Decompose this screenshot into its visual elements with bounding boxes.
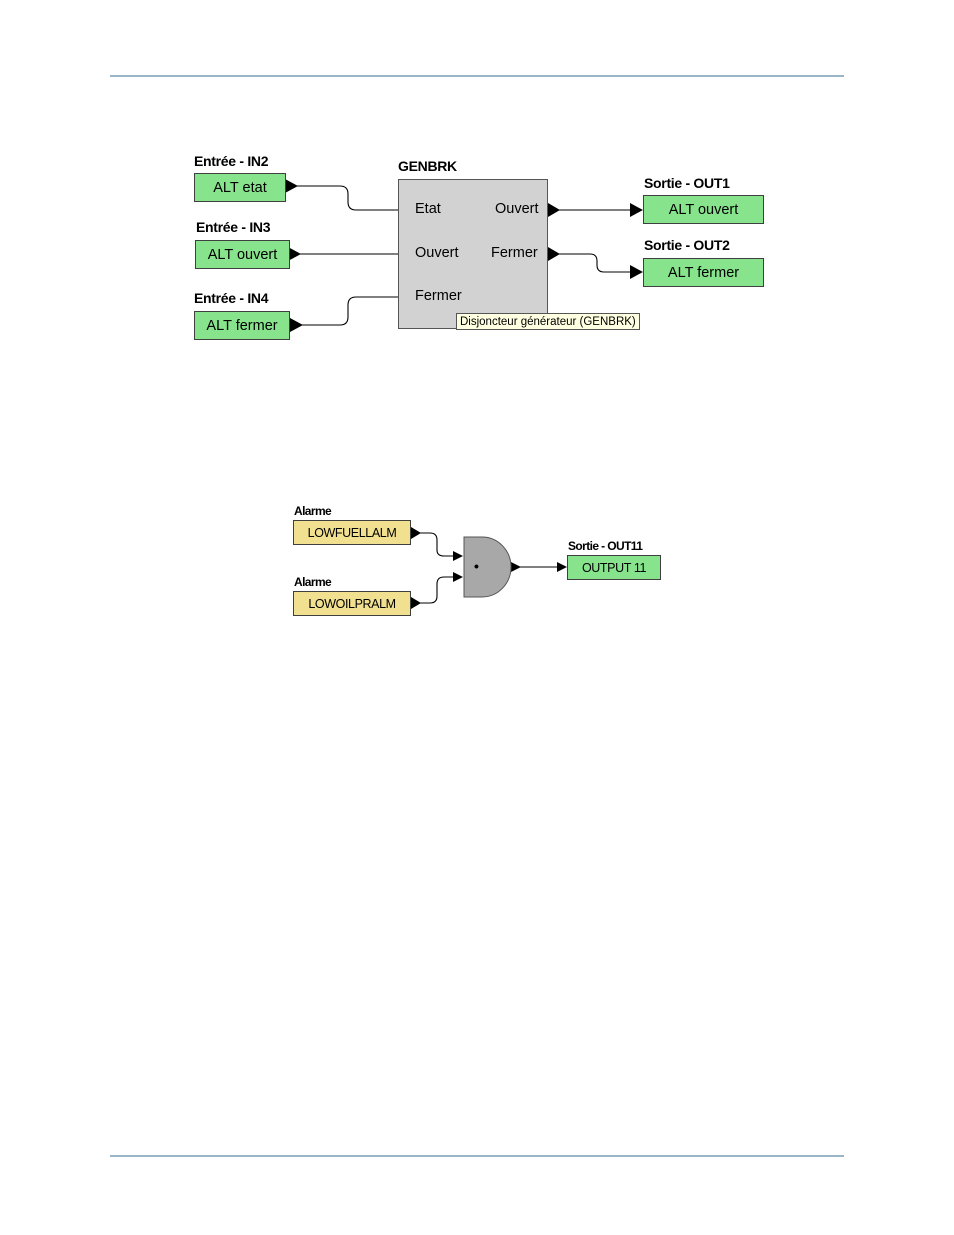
fermer-out-arrow bbox=[548, 247, 560, 261]
alarm1-box[interactable]: LOWFUELLALM bbox=[293, 520, 411, 545]
gate-in2-arrow bbox=[453, 572, 463, 582]
in2-port-arrow bbox=[285, 179, 298, 193]
genbrk-title: GENBRK bbox=[398, 158, 457, 174]
in2-input-box[interactable]: ALT etat bbox=[194, 173, 286, 202]
header-rule bbox=[110, 75, 844, 77]
ouvert-out-arrow bbox=[548, 203, 560, 217]
genbrk-tooltip: Disjoncteur générateur (GENBRK) bbox=[456, 313, 640, 330]
port-in-fermer: Fermer bbox=[415, 288, 462, 304]
gate-in1-arrow bbox=[453, 551, 463, 561]
out11-header: Sortie - OUT11 bbox=[568, 539, 643, 553]
genbrk-block[interactable] bbox=[398, 179, 548, 329]
in4-input-box[interactable]: ALT fermer bbox=[194, 311, 290, 340]
out1-output-box[interactable]: ALT ouvert bbox=[643, 195, 764, 224]
in3-input-box[interactable]: ALT ouvert bbox=[195, 240, 290, 269]
gate-out-arrow bbox=[511, 562, 521, 572]
out11-output-box[interactable]: OUTPUT 11 bbox=[567, 555, 661, 580]
alarm1-header: Alarme bbox=[294, 504, 332, 518]
alarm1-port-arrow bbox=[411, 527, 421, 539]
in4-port-arrow bbox=[290, 318, 303, 332]
in2-header: Entrée - IN2 bbox=[194, 153, 269, 169]
port-out-fermer: Fermer bbox=[491, 245, 538, 261]
alarm2-box[interactable]: LOWOILPRALM bbox=[293, 591, 411, 616]
alarm2-port-arrow bbox=[411, 597, 421, 609]
out2-arrow bbox=[630, 265, 643, 279]
in4-header: Entrée - IN4 bbox=[194, 290, 269, 306]
out1-header: Sortie - OUT1 bbox=[644, 175, 730, 191]
in3-port-arrow bbox=[288, 247, 301, 261]
port-out-ouvert: Ouvert bbox=[495, 201, 539, 217]
out2-header: Sortie - OUT2 bbox=[644, 237, 730, 253]
out11-arrow bbox=[557, 562, 567, 572]
out2-output-box[interactable]: ALT fermer bbox=[643, 258, 764, 287]
in3-header: Entrée - IN3 bbox=[196, 219, 271, 235]
and-gate bbox=[463, 536, 512, 598]
alarm2-header: Alarme bbox=[294, 575, 332, 589]
out1-arrow bbox=[630, 203, 643, 217]
footer-rule bbox=[110, 1155, 844, 1157]
port-in-etat: Etat bbox=[415, 201, 441, 217]
port-in-ouvert: Ouvert bbox=[415, 245, 459, 261]
gate-symbol: • bbox=[474, 558, 479, 574]
